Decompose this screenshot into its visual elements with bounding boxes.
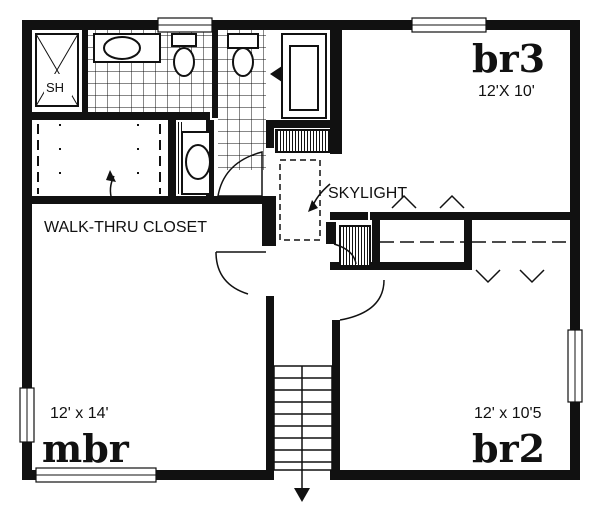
- stairs-down-arrow-icon: [294, 488, 310, 502]
- door-swings: [215, 151, 545, 321]
- mbr-dims: 12' x 14': [50, 405, 109, 422]
- br3-name: br3: [472, 36, 545, 81]
- shower-label: SH: [46, 80, 64, 95]
- stairs: [273, 365, 333, 496]
- vanity-counter: [176, 122, 182, 194]
- closet-arrow-icon: [106, 170, 116, 182]
- fixture-arrow-icon: [270, 66, 282, 82]
- closet-rails: [37, 124, 161, 194]
- skylight-label: SKYLIGHT: [328, 185, 407, 202]
- bath-fixtures: [93, 33, 327, 195]
- br2-name: br2: [472, 426, 545, 471]
- br2-dims: 12' x 10'5: [474, 405, 542, 422]
- shower: [35, 33, 79, 107]
- skylight: [279, 159, 321, 241]
- mbr-name: mbr: [42, 426, 130, 471]
- br3-dims: 12'X 10': [478, 83, 535, 100]
- interior-walls: [32, 30, 574, 480]
- linen-closet: [275, 129, 331, 153]
- closet-label: WALK-THRU CLOSET: [44, 219, 207, 236]
- skylight-arrow-icon: [308, 200, 318, 212]
